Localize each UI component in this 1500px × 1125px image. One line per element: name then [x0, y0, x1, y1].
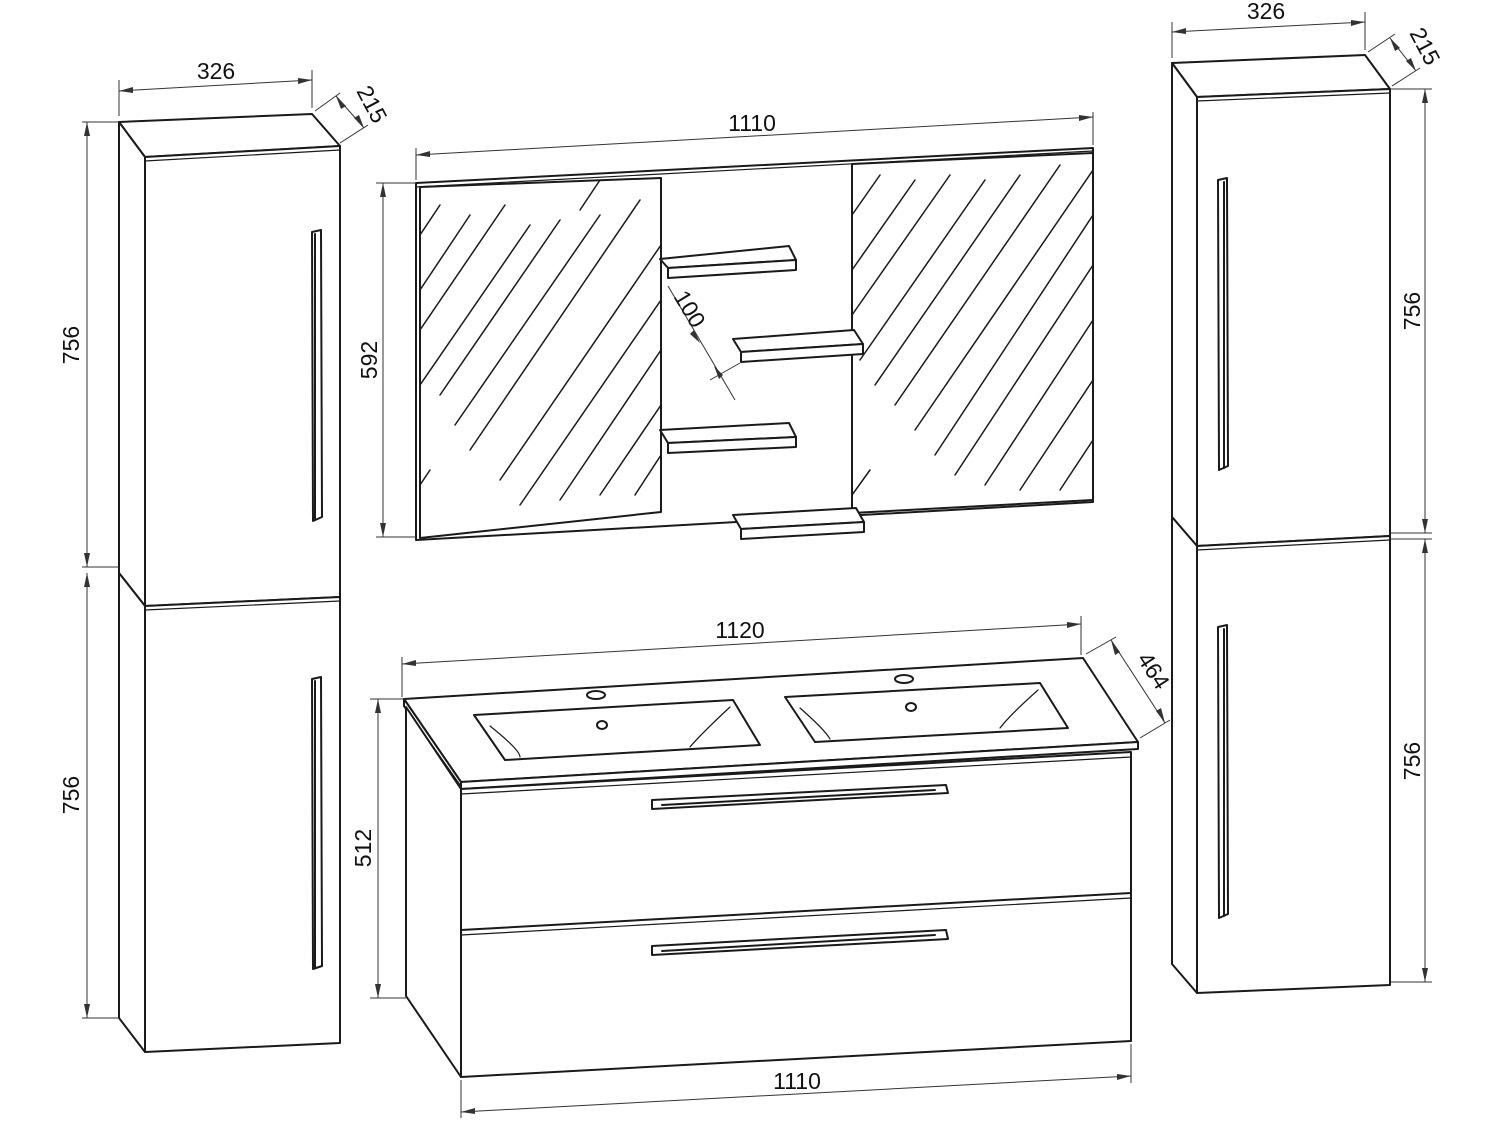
mirror-door-right [851, 152, 1094, 514]
vanity-tap-hole-right [894, 674, 914, 684]
left-column-handle-lower [311, 676, 323, 970]
vanity-drawer-handle-upper [651, 784, 949, 810]
vanity-bottom-width-label: 1110 [773, 1068, 821, 1094]
mirror-shelf-2 [732, 329, 864, 363]
left-column-cabinet [118, 113, 341, 1053]
right-column-side-upper [1171, 62, 1198, 547]
left-column-handle-upper [311, 229, 323, 522]
vanity-unit [403, 657, 1139, 1078]
left-column-door-lower [144, 596, 341, 1053]
vanity-bottom-width-dimension [460, 1044, 1132, 1118]
right-column-height-label-upper: 756 [1399, 292, 1425, 330]
vanity-height-label: 512 [350, 829, 376, 867]
left-column-width-dimension [118, 70, 313, 116]
right-column-width-dimension [1171, 12, 1366, 58]
vanity-basin-right [784, 674, 1069, 743]
mirror-height-label: 592 [356, 341, 382, 379]
right-column-handle-lower [1217, 624, 1229, 919]
mirror-height-dimension [376, 182, 416, 538]
mirror-shelf-1 [659, 245, 797, 279]
mirror-width-label: 1110 [728, 110, 776, 136]
vanity-top-width-dimension [401, 616, 1082, 697]
right-column-handle-upper [1217, 177, 1229, 471]
mirror-width-dimension [415, 112, 1094, 180]
vanity-depth-dimension [1085, 636, 1171, 739]
vanity-basin-left [473, 690, 761, 761]
right-column-depth-dimension [1367, 33, 1421, 87]
mirror-door-left [419, 177, 662, 539]
mirror-door-left-hatching [420, 179, 661, 506]
left-column-depth-dimension [314, 92, 369, 144]
left-column-door-upper [144, 145, 341, 607]
right-column-door-lower [1196, 535, 1391, 994]
shelf-spacing-dimension [667, 285, 741, 401]
left-column-side-upper [118, 121, 146, 607]
left-column-height-dimension-lower [82, 573, 119, 1019]
vanity-front-panel [460, 751, 1132, 1078]
left-column-width-label: 326 [197, 58, 235, 84]
right-column-cabinet [1171, 54, 1391, 994]
vanity-height-dimension [370, 698, 406, 999]
right-column-door-upper [1196, 88, 1391, 547]
right-column-width-label: 326 [1247, 0, 1285, 24]
left-column-height-label-upper: 756 [58, 326, 84, 364]
right-column-height-dimension-lower [1390, 538, 1432, 983]
vanity-tap-hole-left [586, 690, 606, 700]
right-column-side-lower [1171, 516, 1198, 994]
left-column-height-dimension-upper [82, 121, 119, 568]
mirror-shelf-4 [732, 507, 865, 540]
vanity-drawer-handle-lower [651, 929, 949, 956]
vanity-top-width-label: 1120 [715, 617, 764, 643]
right-column-height-dimension-upper [1390, 88, 1432, 534]
vanity-depth-label: 464 [1132, 647, 1175, 694]
mirror-door-right-hatching [852, 164, 1093, 496]
left-column-height-label-lower: 756 [58, 776, 84, 814]
mirror-cabinet [415, 147, 1094, 541]
right-column-height-label-lower: 756 [1399, 742, 1425, 780]
left-column-side-lower [118, 572, 146, 1053]
mirror-shelf-3 [659, 422, 797, 454]
